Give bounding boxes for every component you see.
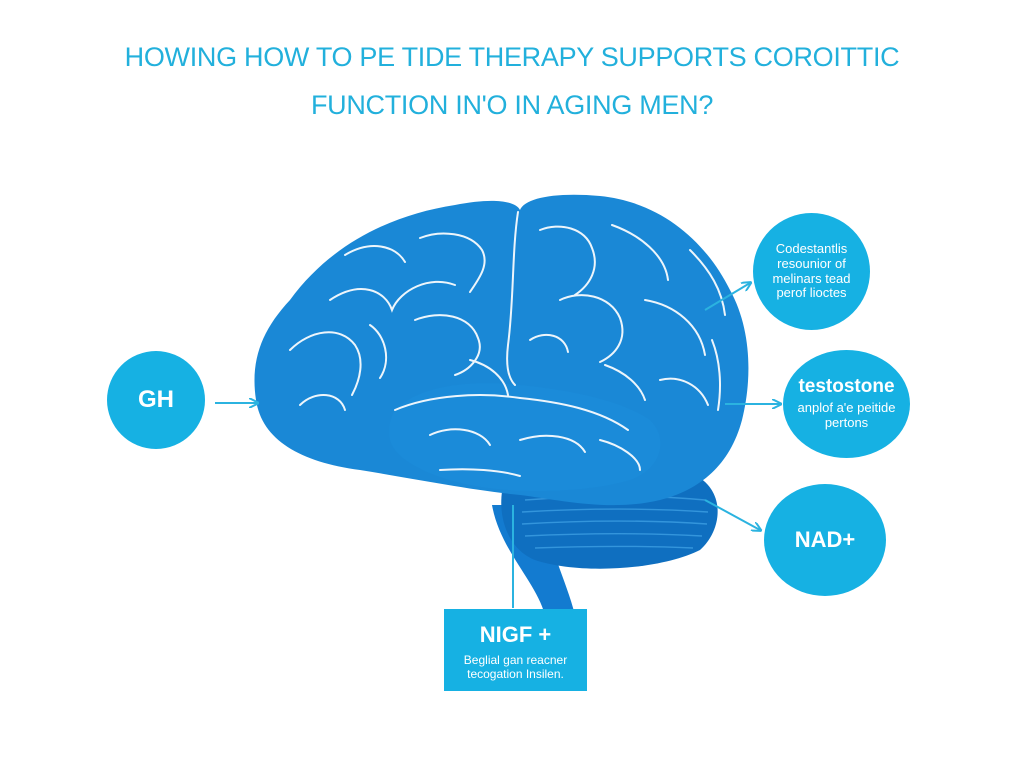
- arrow-brain-to-nad: [704, 499, 760, 530]
- arrow-brain-to-top-right: [704, 283, 750, 311]
- nad-node: NAD+: [764, 484, 886, 596]
- nigf-box-title: NIGF +: [479, 621, 552, 647]
- testosterone-node-text: anplof a'e peitide pertons: [797, 400, 896, 430]
- nigf-box-text: Beglial gan reacner tecogation Insilen.: [463, 652, 568, 681]
- diagram-title-line-2: FUNCTION IN'O IN AGING MEN?: [310, 90, 714, 120]
- diagram-title-line-1: HOWING HOW TO PE TIDE THERAPY SUPPORTS C…: [124, 42, 900, 72]
- gh-node: GH: [107, 351, 205, 449]
- brain-folds: [289, 211, 726, 477]
- nad-node-title: NAD+: [794, 527, 856, 553]
- gh-node-title: GH: [138, 386, 174, 414]
- connectors: [215, 283, 780, 608]
- testosterone-node: testostone anplof a'e peitide pertons: [783, 350, 910, 458]
- testosterone-node-title: testostone: [798, 376, 895, 398]
- temporal-lobe: [389, 383, 661, 492]
- nigf-box: NIGF + Beglial gan reacner tecogation In…: [444, 609, 587, 691]
- brain-illustration: [254, 194, 749, 615]
- top-right-node: Codestantlis resounior of melinars tead …: [753, 213, 870, 330]
- top-right-node-text: Codestantlis resounior of melinars tead …: [772, 240, 851, 301]
